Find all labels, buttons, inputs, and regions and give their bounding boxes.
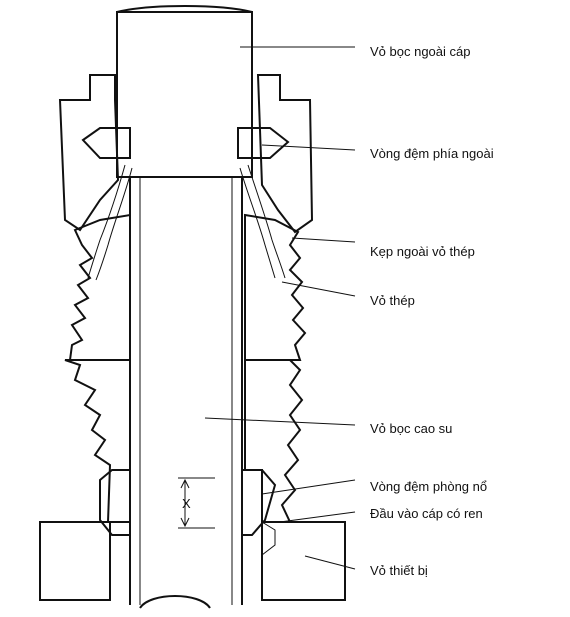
flameproof-seal-left [99,469,131,536]
armour-wires [87,164,286,281]
threaded-entry-body [64,359,304,523]
dimension-x-label: X [182,496,191,511]
label-rubber-sheath: Vỏ bọc cao su [370,421,452,436]
outer-seal-right [237,127,290,159]
cable-outer-sheath [116,5,253,178]
dimension-x: X [178,477,215,529]
gland-body [68,213,307,361]
label-armour-clamp: Kẹp ngoài vỏ thép [370,244,475,259]
flameproof-seal-right [241,469,277,536]
leader-lines [204,46,356,570]
label-threaded-entry: Đầu vào cáp có ren [370,506,483,521]
label-outer-seal: Vòng đệm phía ngoài [370,146,494,161]
cable-rubber-sheath [129,178,243,609]
label-outer-sheath: Vỏ bọc ngoài cáp [370,44,470,59]
label-armour: Vỏ thép [370,293,415,308]
outer-seal-left [81,127,131,159]
label-flameproof-seal: Vòng đệm phòng nổ [370,479,487,494]
equipment-housing [39,521,346,601]
label-equipment-housing: Vỏ thiết bị [370,563,428,578]
